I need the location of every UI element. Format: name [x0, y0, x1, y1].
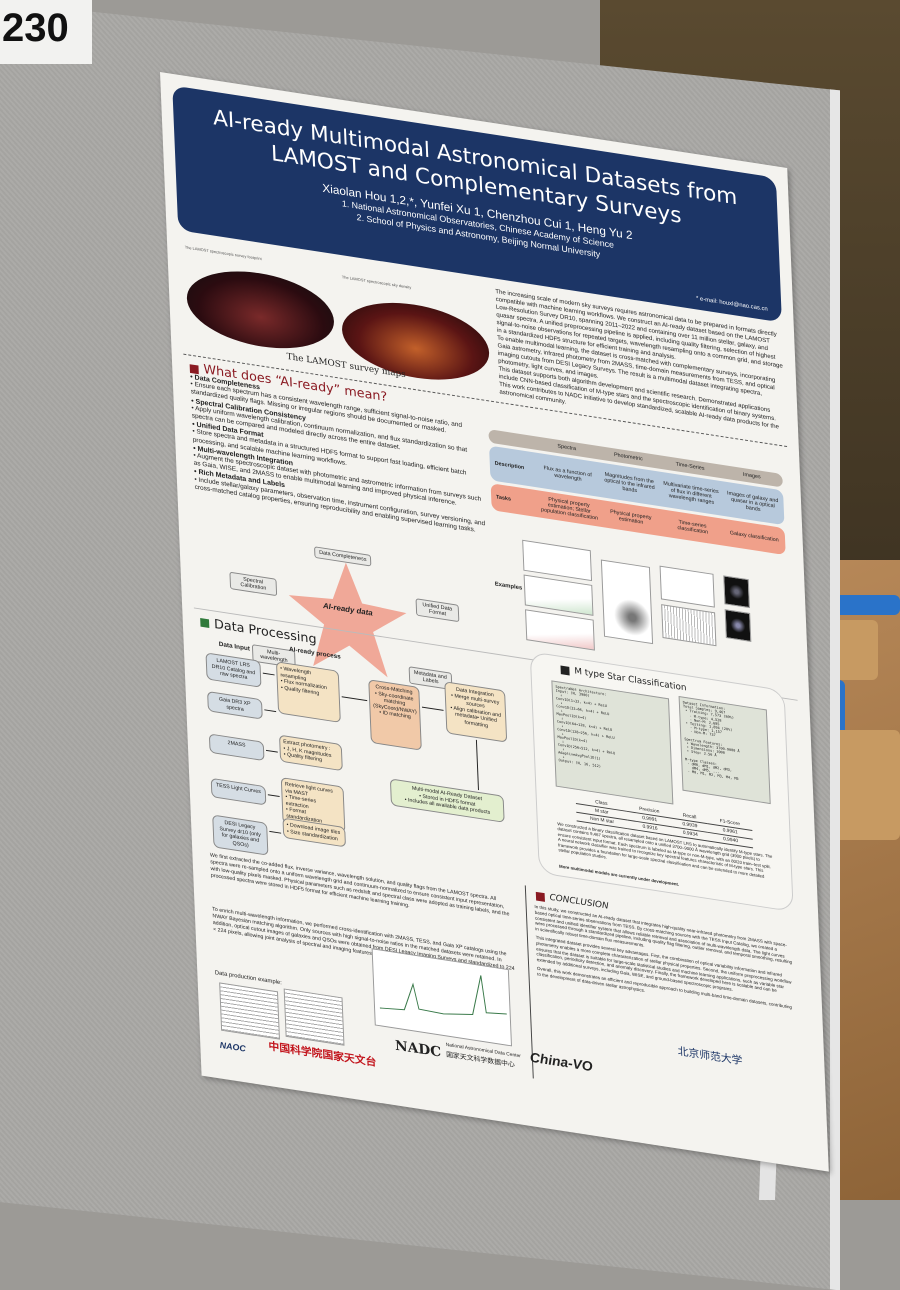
naoc-chinese-logo: 中国科学院国家天文台 [268, 1040, 377, 1069]
bullet-square-icon [200, 617, 210, 629]
arrow-icon [475, 739, 479, 791]
arrow-icon [264, 709, 277, 713]
arrow-icon [266, 749, 278, 753]
bullet-square-icon [535, 891, 545, 902]
dataset-info-box: Dataset Information: Total Samples: 9,46… [678, 696, 771, 805]
input-box: 2MASS [208, 733, 265, 762]
column-label: Data Input [218, 640, 251, 653]
arrow-icon [262, 672, 275, 676]
m-type-classification-panel: M type Star Classification SpectraNet Ar… [529, 651, 794, 913]
input-box: LAMOST LRS DR10 Catalog and raw spectra [205, 652, 262, 688]
arrow-icon [267, 794, 280, 798]
board-number: 230 [0, 0, 92, 64]
process-box: • Wavelength resampling • Flux normaliza… [275, 661, 341, 723]
galaxy-image [724, 609, 752, 642]
contact-email: * e-mail: houxl@nao.cas.cn [695, 295, 768, 313]
light-curve-plot [659, 565, 715, 608]
cross-matching-box: Cross-Matching • Sky-coordinate matching… [368, 679, 422, 751]
input-box: Gaia DR3 XP spectra [207, 690, 263, 720]
nadc-logo: NADC [394, 1038, 442, 1061]
light-curve-plot [661, 604, 717, 647]
input-box: DESI Legacy Survey dr10 (only for galaxi… [212, 814, 269, 857]
galaxy-image [723, 575, 750, 609]
arrow-icon [421, 706, 444, 711]
input-box: TESS Light Curves [210, 777, 267, 806]
ai-ready-star-diagram: AI-ready data Data Completeness Spectral… [218, 532, 478, 706]
star-shape [288, 562, 407, 678]
data-integration-box: Data Integration • Merge multi-survey so… [444, 681, 508, 743]
examples-label: Examples [494, 581, 523, 592]
arrow-icon [341, 696, 368, 702]
arrow-icon [269, 830, 282, 834]
bullet-square-icon [560, 664, 570, 676]
map-title: The LAMOST spectroscopic survey footprin… [184, 244, 262, 262]
poster: AI-ready Multimodal Astronomical Dataset… [160, 72, 829, 1172]
scatter-plot [600, 559, 654, 645]
dataset-box: Multi-modal AI-Ready Dataset • Stored in… [389, 778, 505, 823]
naoc-logo: NAOC [219, 1040, 246, 1054]
architecture-box: SpectraNet Architecture: Input: (N, 3900… [551, 680, 674, 805]
map-title: The LAMOST spectroscopic sky density [341, 274, 412, 290]
sky-map-image [340, 293, 491, 390]
process-box: Extract photometry : • J, H, K magnitude… [279, 734, 343, 771]
spectrum-plot [525, 609, 595, 651]
spectrum-example-plot [371, 948, 512, 1047]
sky-map-image [185, 261, 336, 358]
chair [830, 595, 900, 615]
ai-ready-section: What does “AI-ready” mean? • Data Comple… [189, 363, 489, 536]
